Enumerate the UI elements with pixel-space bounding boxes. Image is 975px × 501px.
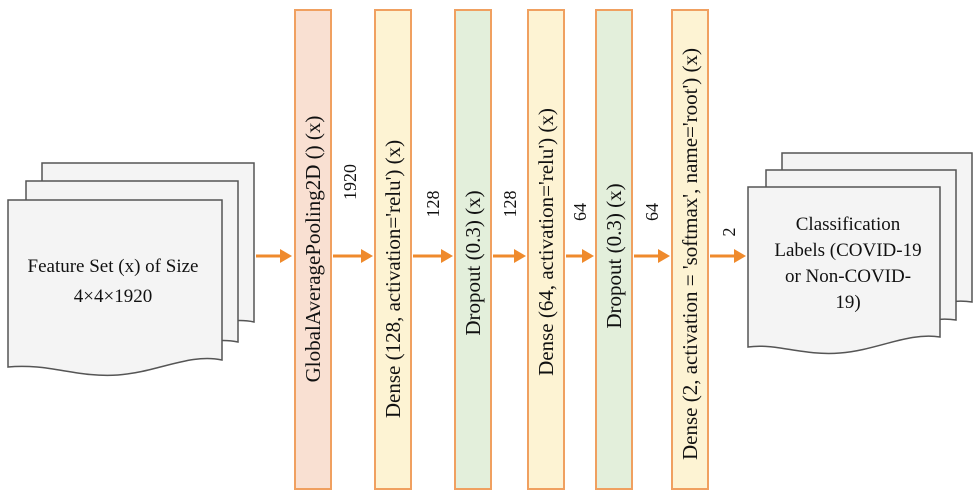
input-document-stack: Feature Set (x) of Size 4×4×1920 (7, 162, 255, 377)
layer-columns: GlobalAveragePooling2D () (x) Dense (128… (294, 9, 709, 490)
layer-label: Dropout (0.3) (x) (602, 183, 626, 328)
arrow-input-to-gap (256, 249, 292, 263)
edge-label-1920: 1920 (340, 164, 360, 200)
edge-label-2: 2 (719, 228, 739, 237)
edge-label-64-b: 64 (642, 203, 662, 221)
output-doc-page-front (747, 186, 941, 355)
edge-labels: 1920 128 128 64 64 2 (340, 164, 739, 237)
input-doc-line-1: Feature Set (x) of Size (28, 256, 199, 277)
layer-box (595, 9, 633, 490)
layer-label: Dense (2, activation = 'softmax', name='… (678, 48, 702, 460)
layer-box (454, 9, 492, 490)
layer-box (294, 9, 332, 490)
layer-dense-128: Dense (128, activation='relu') (x) (374, 9, 412, 490)
arrow-dense64-to-dropout (566, 249, 594, 263)
layer-box (374, 9, 412, 490)
layer-label: Dropout (0.3) (x) (461, 190, 485, 335)
arrow-dense2-to-output (710, 249, 746, 263)
layer-box (527, 9, 565, 490)
connector-arrows (256, 249, 746, 263)
arrow-gap-to-dense128 (333, 249, 373, 263)
output-doc-line-4: 19) (835, 292, 860, 313)
input-doc-page-front (7, 199, 223, 377)
layer-label: Dense (128, activation='relu') (x) (381, 140, 405, 418)
layer-dense-2-softmax: Dense (2, activation = 'softmax', name='… (671, 9, 709, 490)
layer-label: Dense (64, activation='relu') (x) (534, 108, 558, 376)
arrow-dense128-to-dropout (413, 249, 453, 263)
input-doc-line-2: 4×4×1920 (74, 286, 152, 307)
edge-label-128-a: 128 (423, 191, 443, 218)
layer-box (671, 9, 709, 490)
layer-dropout-2: Dropout (0.3) (x) (595, 9, 633, 490)
arrow-dropout-to-dense2 (634, 249, 670, 263)
layer-global-average-pooling: GlobalAveragePooling2D () (x) (294, 9, 332, 490)
output-doc-line-3: or Non-COVID- (785, 266, 911, 287)
layer-dropout-1: Dropout (0.3) (x) (454, 9, 492, 490)
output-doc-line-1: Classification (796, 214, 901, 235)
layer-label: GlobalAveragePooling2D () (x) (301, 116, 325, 383)
output-document-stack: Classification Labels (COVID-19 or Non-C… (747, 152, 973, 355)
edge-label-64-a: 64 (570, 203, 590, 221)
arrow-dropout-to-dense64 (493, 249, 526, 263)
edge-label-128-b: 128 (500, 191, 520, 218)
output-doc-line-2: Labels (COVID-19 (774, 240, 921, 261)
layer-dense-64: Dense (64, activation='relu') (x) (527, 9, 565, 490)
